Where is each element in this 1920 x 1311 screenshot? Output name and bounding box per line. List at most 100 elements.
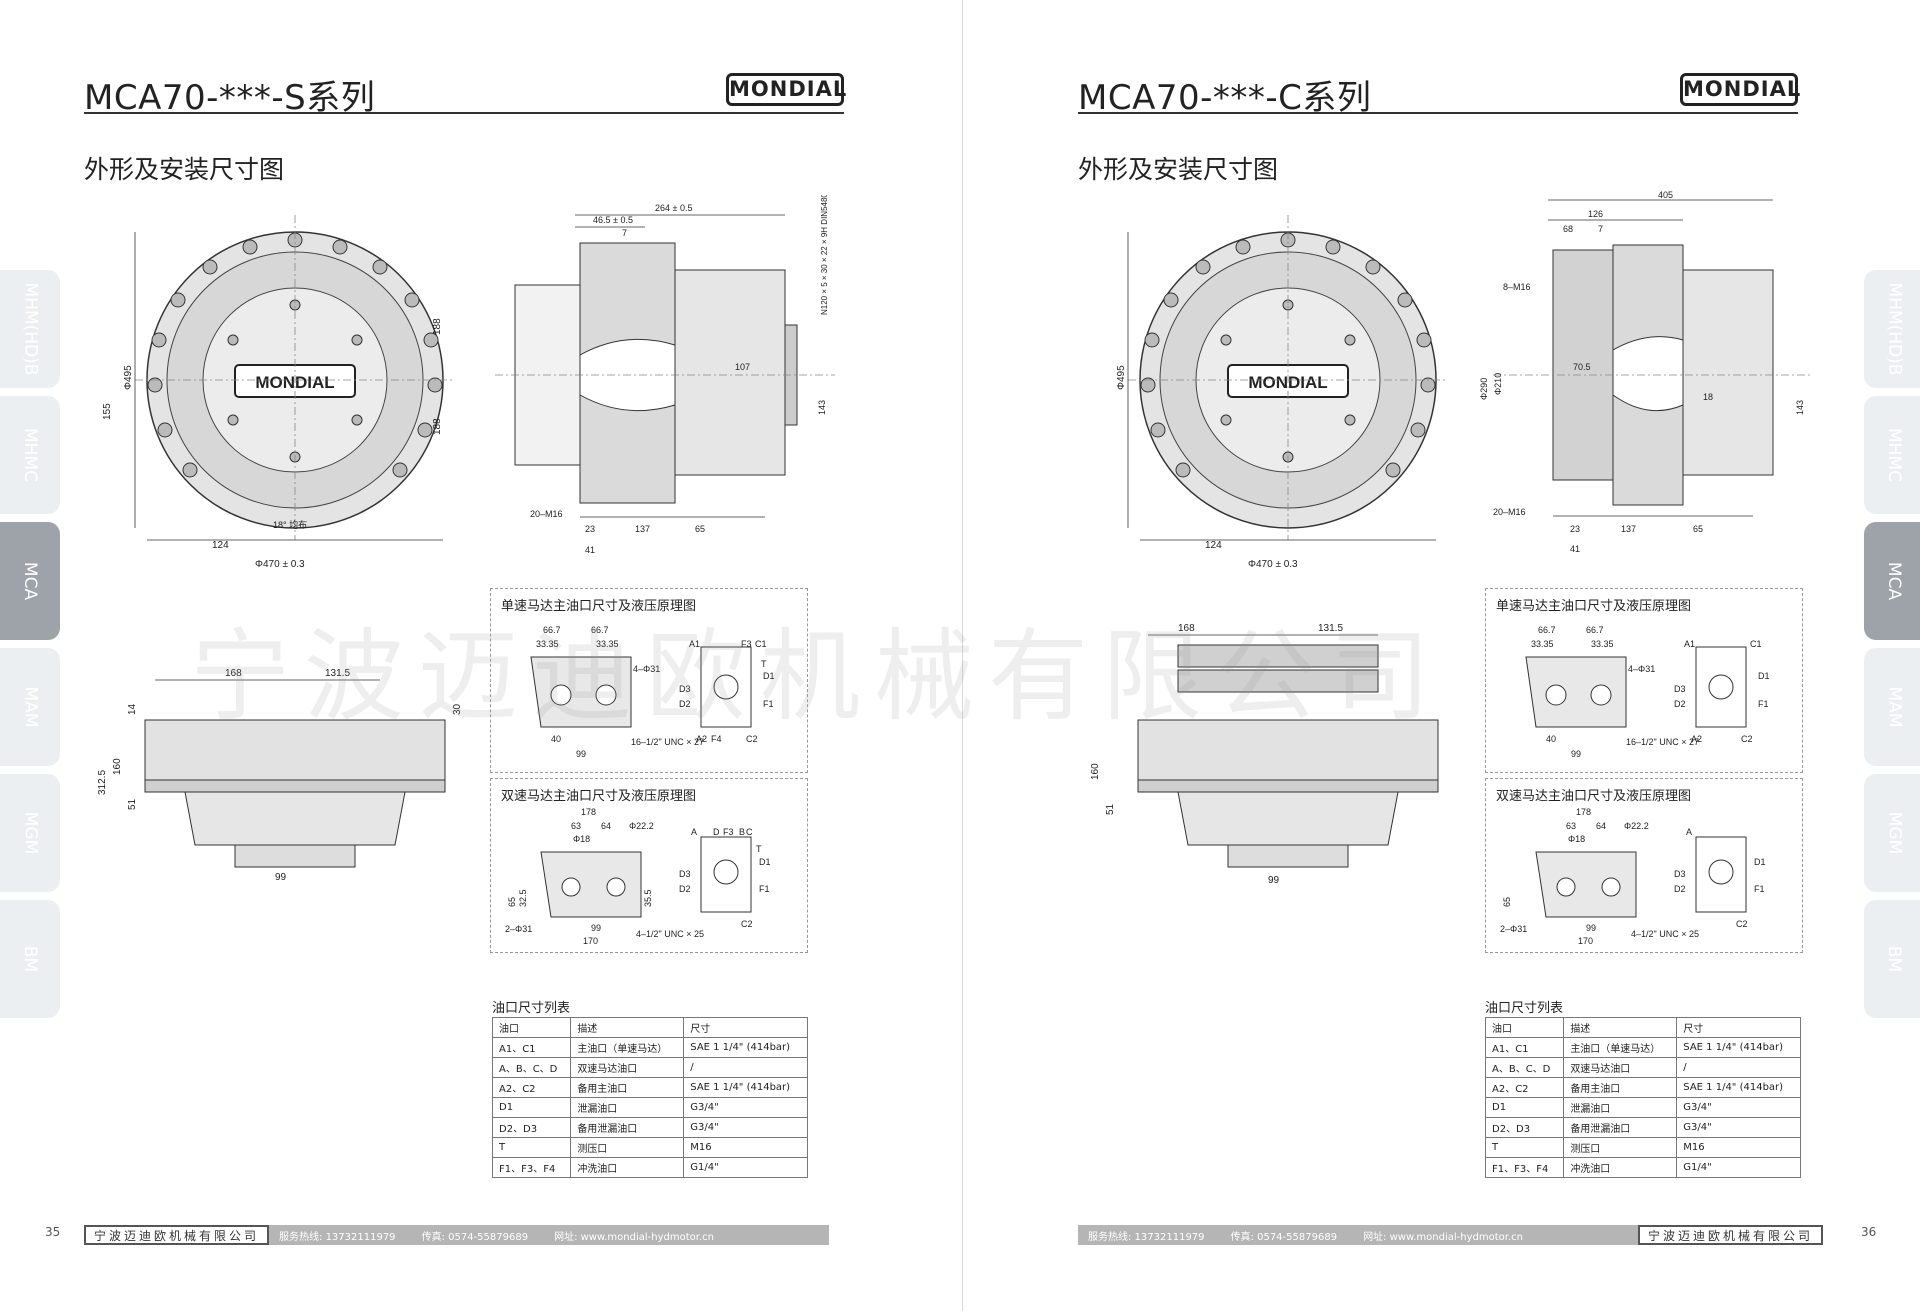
svg-text:188: 188 — [432, 318, 443, 335]
tab-mam[interactable]: MAM — [0, 648, 60, 766]
svg-text:Φ18: Φ18 — [573, 834, 590, 844]
svg-text:4–1/2" UNC × 25: 4–1/2" UNC × 25 — [636, 929, 704, 939]
svg-text:131.5: 131.5 — [325, 668, 350, 679]
svg-text:137: 137 — [1621, 524, 1636, 534]
svg-text:99: 99 — [1268, 875, 1280, 886]
svg-text:16–1/2" UNC × 27: 16–1/2" UNC × 27 — [1626, 737, 1699, 747]
series-tabs-right: MHM(HD)B MHMC MCA MAM MGM BM — [1864, 270, 1920, 1026]
svg-text:4–Φ31: 4–Φ31 — [1628, 664, 1655, 674]
tab-mca[interactable]: MCA — [1864, 522, 1920, 640]
dual-port-diagram: 178 63 64 Φ22.2 Φ18 65 2–Φ31 99 170 4–1/… — [1500, 807, 1766, 946]
svg-text:160: 160 — [1090, 763, 1101, 780]
svg-text:41: 41 — [1570, 544, 1580, 554]
svg-text:65: 65 — [1502, 897, 1512, 907]
tab-mgm[interactable]: MGM — [1864, 774, 1920, 892]
svg-text:178: 178 — [581, 807, 596, 817]
svg-text:D1: D1 — [1758, 671, 1770, 681]
svg-text:D1: D1 — [759, 857, 771, 867]
footer-fax: 传真: 0574-55879689 — [421, 1231, 529, 1243]
svg-text:137: 137 — [635, 524, 650, 534]
svg-text:Φ18: Φ18 — [1568, 834, 1585, 844]
svg-text:32.5: 32.5 — [518, 889, 528, 907]
svg-text:C2: C2 — [746, 734, 758, 744]
svg-text:D3: D3 — [679, 684, 691, 694]
svg-text:N120 × 5 × 30 × 22 × 9H DIN548: N120 × 5 × 30 × 22 × 9H DIN5480花键 — [819, 195, 829, 315]
svg-text:51: 51 — [127, 798, 138, 810]
tab-mam[interactable]: MAM — [1864, 648, 1920, 766]
tab-mhmc[interactable]: MHMC — [0, 396, 60, 514]
svg-text:14: 14 — [127, 703, 138, 715]
single-speed-port-box: 单速马达主油口尺寸及液压原理图 66.7 66.7 33.35 33.35 4–… — [1485, 588, 1803, 773]
svg-text:F1: F1 — [1758, 699, 1769, 709]
footer-fax: 传真: 0574-55879689 — [1230, 1231, 1338, 1243]
footer-company: 宁波迈迪欧机械有限公司 — [1638, 1225, 1824, 1245]
svg-text:16–1/2" UNC × 27: 16–1/2" UNC × 27 — [631, 737, 704, 747]
single-port-diagram: 66.7 66.7 33.35 33.35 4–Φ31 40 99 16–1/2… — [1525, 625, 1770, 759]
motor-front-view: MONDIAL Φ495 Φ470 ± 0.3 124 18° 均布 155 1… — [102, 215, 455, 570]
svg-text:65: 65 — [1693, 524, 1703, 534]
svg-text:Φ495: Φ495 — [1116, 365, 1127, 390]
tab-mhmhdb[interactable]: MHM(HD)B — [0, 270, 60, 388]
tab-bm[interactable]: BM — [1864, 900, 1920, 1018]
svg-text:107: 107 — [735, 362, 750, 372]
tab-bm[interactable]: BM — [0, 900, 60, 1018]
tab-mhmhdb[interactable]: MHM(HD)B — [1864, 270, 1920, 388]
col-desc: 描述 — [570, 1017, 685, 1038]
svg-text:63: 63 — [1566, 821, 1576, 831]
svg-text:143: 143 — [1795, 400, 1805, 415]
svg-text:A2: A2 — [1691, 734, 1702, 744]
footer-website[interactable]: 网址: www.mondial-hydmotor.cn — [1363, 1231, 1523, 1243]
svg-text:33.35: 33.35 — [536, 639, 559, 649]
svg-text:312.5: 312.5 — [97, 770, 108, 795]
svg-text:D3: D3 — [679, 869, 691, 879]
footer-website[interactable]: 网址: www.mondial-hydmotor.cn — [554, 1231, 714, 1243]
dual-speed-port-box: 双速马达主油口尺寸及液压原理图 178 63 64 Φ22.2 Φ18 65 3… — [490, 778, 808, 953]
dual-speed-title: 双速马达主油口尺寸及液压原理图 — [1496, 789, 1692, 804]
svg-text:4–1/2" UNC × 25: 4–1/2" UNC × 25 — [1631, 929, 1699, 939]
svg-text:F4: F4 — [711, 734, 722, 744]
tab-mgm[interactable]: MGM — [0, 774, 60, 892]
svg-text:A: A — [691, 827, 697, 837]
svg-text:170: 170 — [583, 936, 598, 946]
svg-text:33.35: 33.35 — [596, 639, 619, 649]
svg-text:66.7: 66.7 — [591, 625, 609, 635]
dual-speed-title: 双速马达主油口尺寸及液压原理图 — [501, 789, 697, 804]
svg-text:A1: A1 — [1684, 639, 1695, 649]
svg-text:99: 99 — [1571, 749, 1581, 759]
svg-text:65: 65 — [507, 897, 517, 907]
tab-mhmc[interactable]: MHMC — [1864, 396, 1920, 514]
title-rule — [1078, 112, 1798, 114]
page-title: MCA70-***-C系列 — [1078, 78, 1372, 118]
svg-text:C2: C2 — [1736, 919, 1748, 929]
svg-text:99: 99 — [1586, 923, 1596, 933]
motor-bottom-elevation: 168 131.5 312.5 160 51 99 30 14 — [97, 668, 463, 883]
svg-text:8–M16: 8–M16 — [1503, 282, 1531, 292]
svg-text:99: 99 — [576, 749, 586, 759]
footer-contacts: 服务热线: 13732111979 传真: 0574-55879689 网址: … — [1078, 1225, 1638, 1245]
svg-text:D2: D2 — [1674, 699, 1686, 709]
section-subtitle: 外形及安装尺寸图 — [84, 155, 285, 184]
svg-text:20–M16: 20–M16 — [1493, 507, 1526, 517]
section-subtitle: 外形及安装尺寸图 — [1078, 155, 1279, 184]
svg-text:F1: F1 — [759, 884, 770, 894]
svg-text:99: 99 — [591, 923, 601, 933]
svg-text:Φ210: Φ210 — [1493, 373, 1503, 395]
tab-mca[interactable]: MCA — [0, 522, 60, 640]
svg-text:C1: C1 — [755, 639, 767, 649]
svg-text:F3: F3 — [741, 639, 752, 649]
svg-text:66.7: 66.7 — [543, 625, 561, 635]
svg-text:65: 65 — [695, 524, 705, 534]
svg-text:C1: C1 — [1750, 639, 1762, 649]
svg-text:168: 168 — [225, 668, 242, 679]
svg-text:160: 160 — [112, 758, 123, 775]
